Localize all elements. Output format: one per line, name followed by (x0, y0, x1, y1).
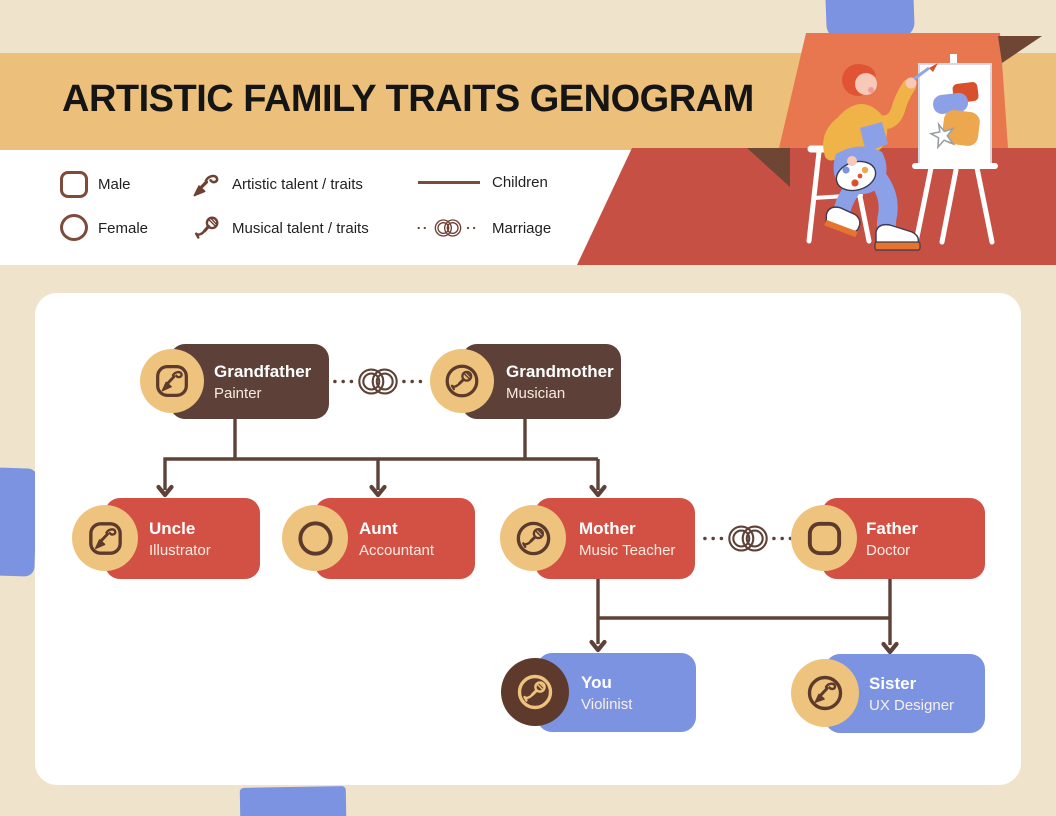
legend-item-marriage: Marriage (492, 220, 552, 237)
person-role: Painter (214, 384, 262, 402)
person-role: Accountant (359, 541, 435, 559)
female-circle-icon (60, 214, 88, 241)
page-title: ARTISTIC FAMILY TRAITS GENOGRAM (62, 78, 754, 120)
person-role: Illustrator (149, 541, 211, 559)
node-uncle: Uncle Illustrator (72, 498, 260, 579)
person-name: Uncle (149, 518, 196, 538)
person-role: Musician (506, 384, 566, 402)
easel-legs (913, 165, 995, 245)
person-name: Grandfather (214, 361, 312, 381)
painter-figure (823, 63, 938, 251)
node-grandfather: Grandfather Painter (140, 344, 329, 419)
person-name: Father (866, 518, 918, 538)
person-role: Music Teacher (579, 541, 676, 559)
paintbrush-icon (189, 167, 222, 200)
marriage-rings-icon (416, 214, 480, 242)
person-role: Doctor (866, 541, 911, 559)
node-mother: Mother Music Teacher (500, 498, 695, 579)
node-father: Father Doctor (791, 498, 985, 579)
female-badge-icon (282, 505, 348, 571)
person-name: You (581, 672, 612, 692)
arrowheads (156, 484, 899, 655)
female-musical-badge-icon (501, 658, 569, 726)
male-artistic-badge-icon (72, 505, 138, 571)
person-name: Sister (869, 673, 917, 693)
marriage-symbol-parents (702, 523, 794, 554)
female-musical-badge-icon (430, 349, 494, 413)
legend-item-artistic: Artistic talent / traits (232, 176, 363, 193)
legend-item-female: Female (98, 220, 149, 237)
male-square-icon (60, 171, 88, 198)
painter-illustration (780, 28, 1040, 263)
marriage-symbol-grandparents (332, 366, 424, 397)
microphone-icon (191, 213, 222, 244)
canvas-artwork (928, 82, 980, 150)
legend-item-male: Male (98, 176, 131, 193)
node-aunt: Aunt Accountant (282, 498, 475, 579)
node-grandmother: Grandmother Musician (430, 344, 621, 419)
person-name: Mother (579, 518, 636, 538)
person-name: Aunt (359, 518, 398, 538)
male-artistic-badge-icon (140, 349, 204, 413)
node-sister: Sister UX Designer (791, 654, 985, 733)
legend-item-children: Children (492, 174, 548, 191)
node-you: You Violinist (501, 653, 696, 732)
male-badge-icon (791, 505, 857, 571)
person-role: Violinist (581, 695, 633, 713)
legend-item-musical: Musical talent / traits (232, 220, 369, 237)
female-artistic-badge-icon (791, 659, 859, 727)
person-role: UX Designer (869, 696, 955, 714)
person-name: Grandmother (506, 361, 614, 381)
children-line-icon (418, 181, 480, 184)
female-musical-badge-icon (500, 505, 566, 571)
